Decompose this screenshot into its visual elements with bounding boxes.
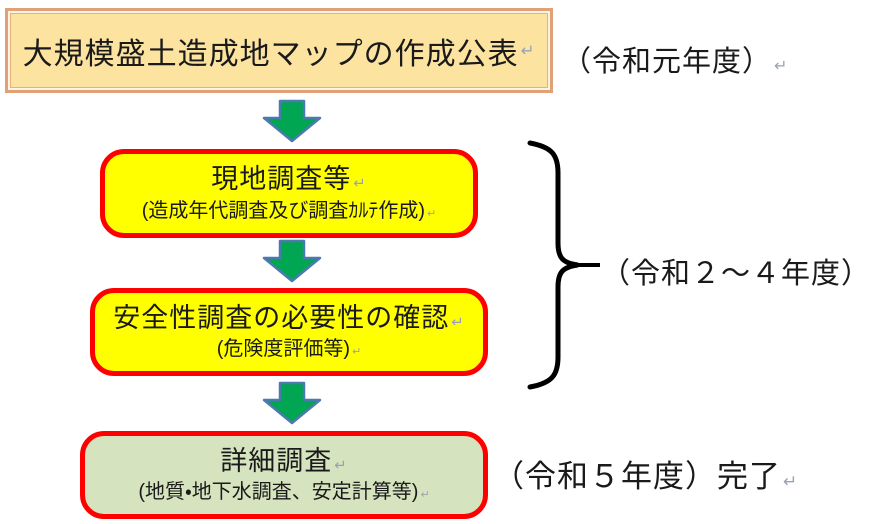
paragraph-return-icon: ↵ — [783, 472, 799, 491]
paragraph-return-icon: ↵ — [451, 314, 465, 331]
year-label-reiwa5-text: （令和５年度）完了 — [493, 459, 781, 494]
safety-check-title: 安全性調査の必要性の確認↵ — [113, 302, 464, 336]
paragraph-return-icon: ↵ — [520, 41, 536, 60]
year-label-reiwa2-4-text: （令和２～４年度） — [601, 258, 872, 290]
year-label-reiwa2-4: （令和２～４年度） — [601, 250, 871, 292]
year-label-reiwa5-completed: （令和５年度）完了↵ — [493, 451, 798, 496]
down-arrow-icon — [262, 99, 322, 143]
paragraph-return-icon: ↵ — [352, 346, 362, 359]
field-survey-title: 現地調査等↵ — [211, 163, 366, 197]
field-survey-title-text: 現地調査等 — [211, 164, 352, 195]
safety-check-subtitle-text: (危険度評価等) — [216, 338, 351, 361]
down-arrow-icon — [262, 381, 322, 425]
down-arrow-icon — [262, 239, 322, 283]
year-label-reiwa1: （令和元年度）↵ — [562, 38, 788, 80]
paragraph-return-icon: ↵ — [334, 457, 348, 474]
right-brace-icon — [527, 140, 600, 390]
field-survey-subtitle: (造成年代調査及び調査ｶﾙﾃ作成)↵ — [142, 199, 437, 224]
detailed-survey-title-text: 詳細調査 — [220, 445, 333, 476]
detailed-survey-subtitle-text: (地質・地下水調査、安定計算等) — [138, 481, 419, 504]
map-publication-title: 大規模盛土造成地マップの作成公表 — [22, 37, 519, 71]
detailed-survey-title: 詳細調査↵ — [220, 445, 347, 479]
safety-check-title-text: 安全性調査の必要性の確認 — [113, 302, 450, 333]
paragraph-return-icon: ↵ — [420, 489, 430, 502]
map-publication-box-inner: 大規模盛土造成地マップの作成公表↵ — [10, 13, 548, 88]
field-survey-subtitle-text: (造成年代調査及び調査ｶﾙﾃ作成) — [141, 199, 426, 222]
detailed-survey-box: 詳細調査↵ (地質・地下水調査、安定計算等)↵ — [80, 431, 488, 519]
detailed-survey-subtitle: (地質・地下水調査、安定計算等)↵ — [138, 480, 429, 505]
map-publication-box: 大規模盛土造成地マップの作成公表↵ — [5, 8, 553, 93]
paragraph-return-icon: ↵ — [353, 176, 367, 193]
safety-check-subtitle: (危険度評価等)↵ — [217, 337, 362, 362]
safety-check-box: 安全性調査の必要性の確認↵ (危険度評価等)↵ — [90, 288, 488, 376]
year-label-reiwa1-text: （令和元年度） — [562, 46, 773, 78]
paragraph-return-icon: ↵ — [427, 207, 437, 220]
paragraph-return-icon: ↵ — [774, 58, 789, 75]
field-survey-box: 現地調査等↵ (造成年代調査及び調査ｶﾙﾃ作成)↵ — [100, 149, 478, 238]
